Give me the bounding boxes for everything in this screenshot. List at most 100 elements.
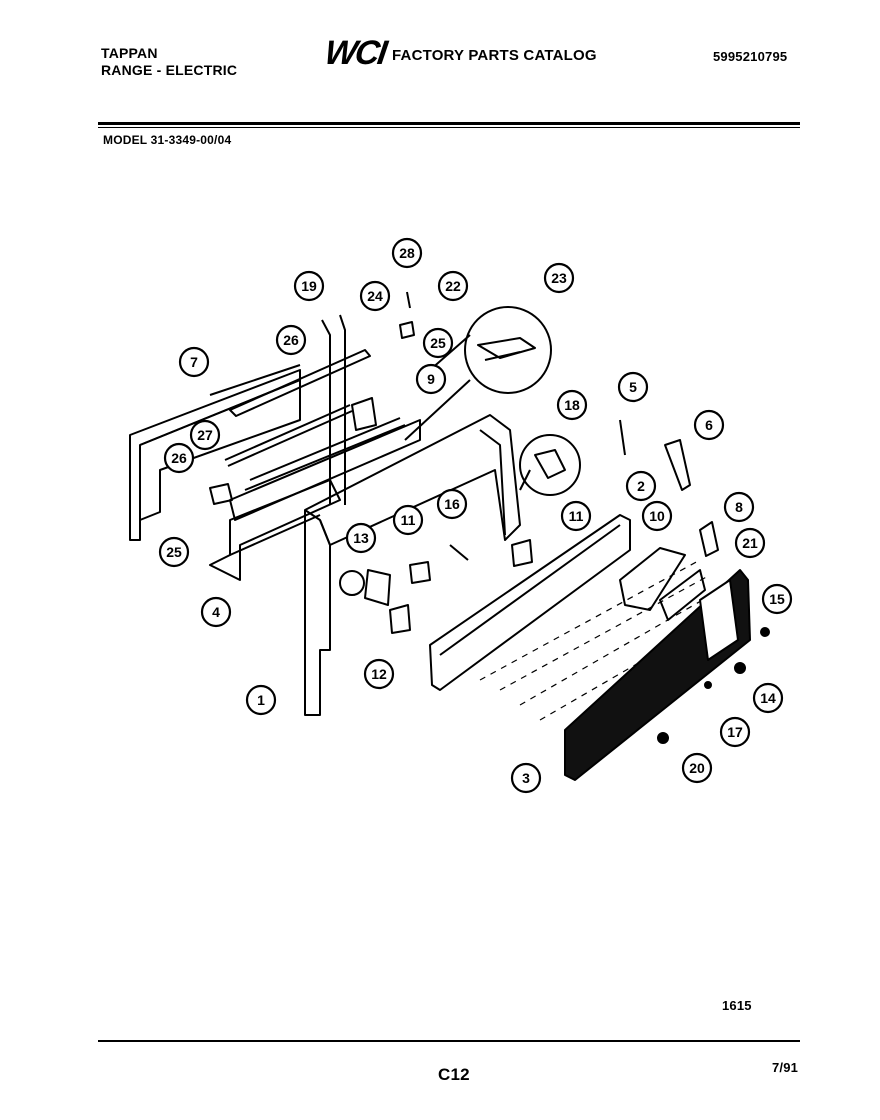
catalog-number: 5995210795	[713, 49, 788, 64]
callout-number: 6	[705, 417, 713, 433]
callout-number: 24	[367, 288, 383, 304]
callout-21: 21	[734, 527, 766, 559]
callout-9: 9	[415, 363, 447, 395]
callout-circle	[681, 752, 713, 784]
callout-12: 12	[363, 658, 395, 690]
model-number: MODEL 31-3349-00/04	[103, 133, 232, 147]
callout-circle	[436, 488, 468, 520]
callout-circle	[163, 442, 195, 474]
callout-15: 15	[761, 583, 793, 615]
header-rule	[98, 122, 800, 125]
callout-25: 25	[422, 327, 454, 359]
callout-number: 23	[551, 270, 567, 286]
callout-11: 11	[392, 504, 424, 536]
callout-number: 26	[171, 450, 187, 466]
callout-circle	[189, 419, 221, 451]
callout-7: 7	[178, 346, 210, 378]
callout-circle	[415, 363, 447, 395]
callout-circle	[752, 682, 784, 714]
callout-circle	[392, 504, 424, 536]
callout-circle	[359, 280, 391, 312]
callout-number: 14	[760, 690, 776, 706]
callout-14: 14	[752, 682, 784, 714]
callout-number: 16	[444, 496, 460, 512]
callout-number: 27	[197, 427, 213, 443]
callout-circle	[422, 327, 454, 359]
callout-17: 17	[719, 716, 751, 748]
callout-number: 7	[190, 354, 198, 370]
callout-circle	[510, 762, 542, 794]
callout-circle	[556, 389, 588, 421]
callout-number: 19	[301, 278, 317, 294]
callout-16: 16	[436, 488, 468, 520]
callout-circle	[693, 409, 725, 441]
callout-circle	[245, 684, 277, 716]
header-rule-thin	[98, 127, 800, 128]
callout-circle	[158, 536, 190, 568]
callout-number: 26	[283, 332, 299, 348]
callout-5: 5	[617, 371, 649, 403]
callout-number: 1	[257, 692, 265, 708]
callout-circle	[391, 237, 423, 269]
callout-22: 22	[437, 270, 469, 302]
callout-20: 20	[681, 752, 713, 784]
callout-number: 11	[401, 512, 416, 528]
callout-number: 5	[629, 379, 637, 395]
figure-code: 1615	[722, 998, 752, 1013]
callout-circle	[723, 491, 755, 523]
callout-circle	[275, 324, 307, 356]
callout-circle	[641, 500, 673, 532]
callout-number: 11	[569, 508, 584, 524]
callout-number: 28	[399, 245, 415, 261]
callout-number: 2	[637, 478, 645, 494]
callout-circle	[560, 500, 592, 532]
callout-circle	[293, 270, 325, 302]
callout-number: 13	[353, 530, 369, 546]
callout-26: 26	[275, 324, 307, 356]
callout-8: 8	[723, 491, 755, 523]
callout-circle	[437, 270, 469, 302]
callout-circle	[734, 527, 766, 559]
callout-19: 19	[293, 270, 325, 302]
callout-number: 12	[371, 666, 387, 682]
callout-3: 3	[510, 762, 542, 794]
callout-18: 18	[556, 389, 588, 421]
catalog-title: FACTORY PARTS CATALOG	[392, 47, 597, 64]
callout-number: 22	[445, 278, 461, 294]
callout-circle	[719, 716, 751, 748]
callout-13: 13	[345, 522, 377, 554]
callout-25: 25	[158, 536, 190, 568]
callout-number: 21	[742, 535, 758, 551]
callout-number: 10	[649, 508, 665, 524]
callout-number: 20	[689, 760, 705, 776]
callout-11: 11	[560, 500, 592, 532]
callout-number: 4	[212, 604, 220, 620]
callout-circle	[345, 522, 377, 554]
callout-circle	[761, 583, 793, 615]
callout-circle	[178, 346, 210, 378]
callout-26: 26	[163, 442, 195, 474]
callout-10: 10	[641, 500, 673, 532]
page-code: C12	[438, 1065, 470, 1084]
callout-1: 1	[245, 684, 277, 716]
callout-circle	[363, 658, 395, 690]
callout-circle	[200, 596, 232, 628]
callout-number: 3	[522, 770, 530, 786]
callout-circle	[625, 470, 657, 502]
callout-2: 2	[625, 470, 657, 502]
product-label: RANGE - ELECTRIC	[101, 62, 238, 78]
callout-number: 17	[727, 724, 743, 740]
callout-4: 4	[200, 596, 232, 628]
callout-number: 9	[427, 371, 435, 387]
callout-circle	[543, 262, 575, 294]
diagram-linework	[129, 291, 770, 781]
callout-number: 15	[769, 591, 785, 607]
callout-23: 23	[543, 262, 575, 294]
callout-number: 25	[430, 335, 446, 351]
callout-6: 6	[693, 409, 725, 441]
callout-number: 25	[166, 544, 182, 560]
callout-28: 28	[391, 237, 423, 269]
callout-24: 24	[359, 280, 391, 312]
